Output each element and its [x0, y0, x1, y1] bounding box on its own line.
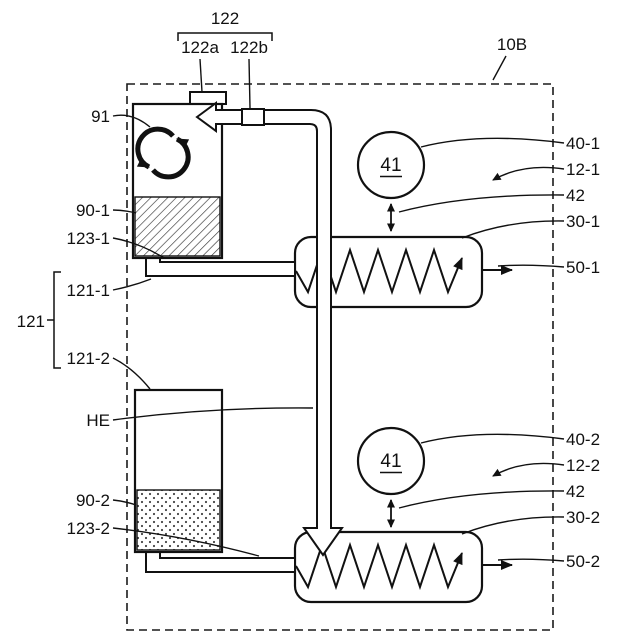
- label-41-upper: 41: [380, 155, 401, 176]
- leader-12-1: [492, 166, 565, 181]
- leader-123-2: [112, 527, 260, 557]
- leader-40-1: [420, 137, 565, 148]
- label-122: 122: [211, 9, 239, 28]
- leader-he: [112, 407, 314, 421]
- leader-42-upper: [398, 194, 565, 213]
- leader-50-2: [497, 558, 565, 562]
- label-123-1: 123-1: [67, 229, 110, 248]
- label-12-1: 12-1: [566, 160, 600, 179]
- fan-41-upper: [356, 130, 426, 200]
- leader-90-1: [112, 209, 137, 214]
- label-121-2: 121-2: [67, 349, 110, 368]
- leader-90-2: [112, 499, 137, 506]
- bracket-122: [177, 32, 273, 41]
- label-40-2: 40-2: [566, 430, 600, 449]
- hatch-region-90-1: [134, 196, 221, 257]
- inlet-neck: [189, 91, 227, 105]
- inlet-nozzle-122b: [241, 108, 265, 126]
- label-123-2: 123-2: [67, 519, 110, 538]
- leader-123-1: [112, 237, 165, 259]
- label-30-1: 30-1: [566, 212, 600, 231]
- leader-lines: [112, 55, 565, 562]
- label-122b: 122b: [230, 38, 268, 57]
- label-12-2: 12-2: [566, 456, 600, 475]
- label-91: 91: [91, 107, 110, 126]
- pipe-123-1: [145, 257, 296, 277]
- leader-91: [112, 114, 151, 128]
- leader-30-2: [461, 516, 565, 535]
- leader-121-1: [112, 278, 152, 291]
- label-42-lower: 42: [566, 482, 585, 501]
- leader-12-2: [492, 462, 565, 477]
- leader-121-2: [112, 357, 151, 390]
- leader-10b: [492, 55, 507, 81]
- fan-41-lower: [356, 426, 426, 496]
- pipe-123-2: [145, 551, 296, 573]
- label-10b: 10B: [497, 35, 527, 54]
- label-42-upper: 42: [566, 186, 585, 205]
- label-30-2: 30-2: [566, 508, 600, 527]
- label-he: HE: [86, 411, 110, 430]
- label-50-1: 50-1: [566, 258, 600, 277]
- leader-50-1: [497, 264, 565, 268]
- leader-42-lower: [398, 490, 565, 509]
- leader-40-2: [420, 433, 565, 444]
- bracket-121: [47, 271, 61, 369]
- label-90-2: 90-2: [76, 491, 110, 510]
- label-50-2: 50-2: [566, 552, 600, 571]
- label-121-1: 121-1: [67, 281, 110, 300]
- label-41-lower: 41: [380, 451, 401, 472]
- leader-30-1: [461, 220, 565, 239]
- label-122a: 122a: [181, 38, 219, 57]
- system-boundary: [126, 83, 554, 631]
- leader-122a: [199, 58, 203, 93]
- stipple-region-90-2: [136, 489, 221, 551]
- leader-122b: [248, 58, 251, 109]
- supply-pipe: [263, 109, 344, 557]
- label-40-1: 40-1: [566, 134, 600, 153]
- circulation-icon: [135, 126, 191, 180]
- label-121: 121: [17, 312, 45, 331]
- label-90-1: 90-1: [76, 201, 110, 220]
